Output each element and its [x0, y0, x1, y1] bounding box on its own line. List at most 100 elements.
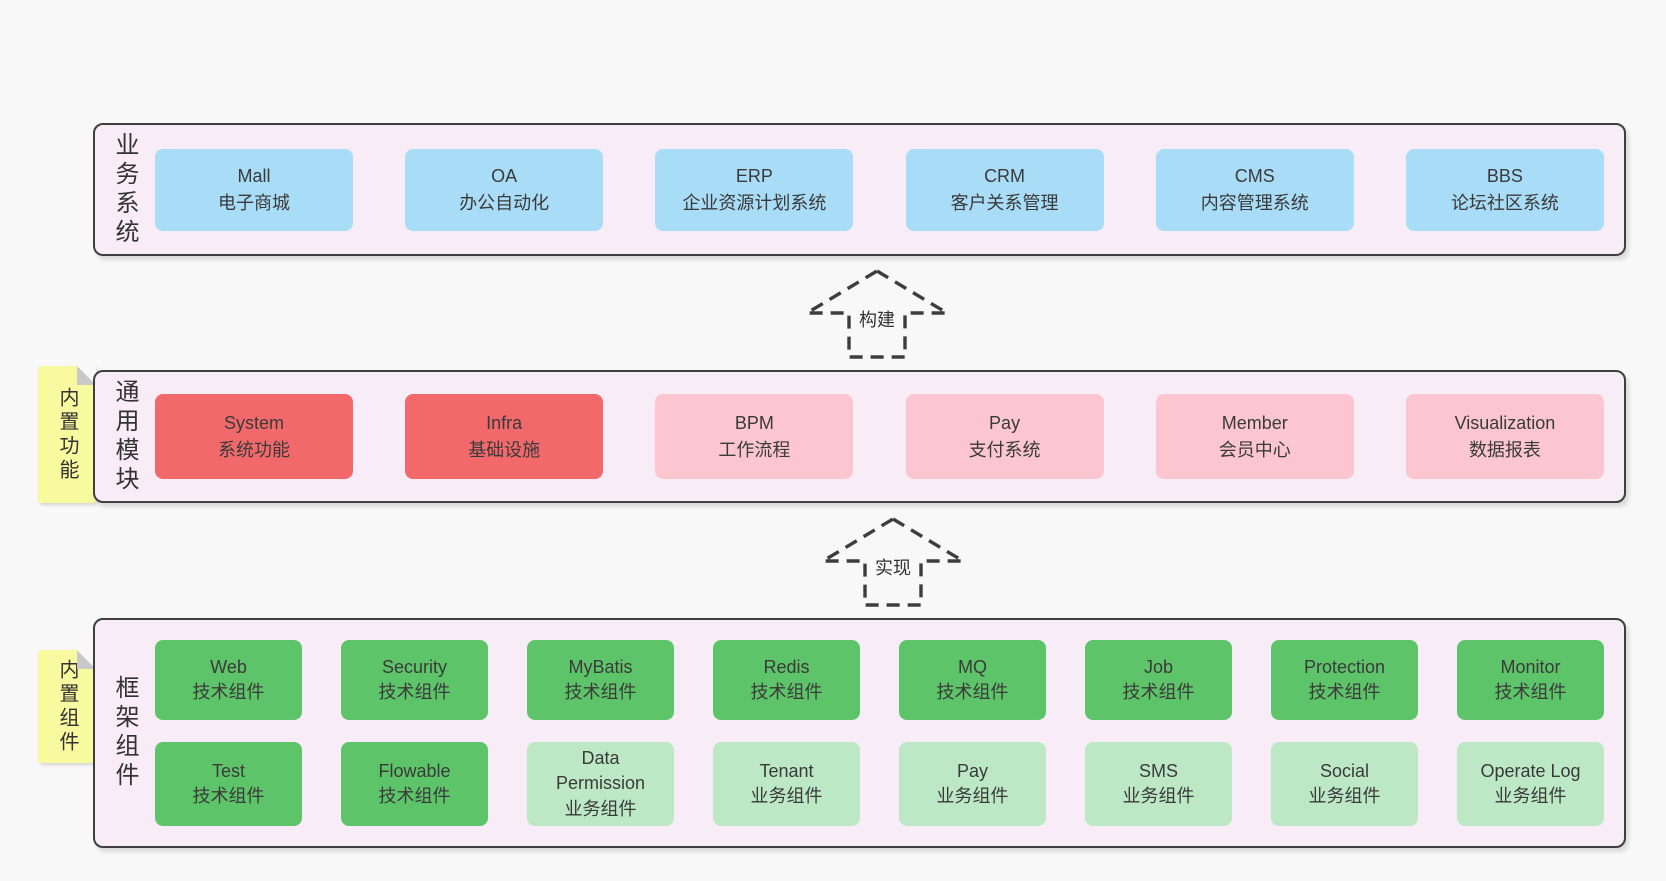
box-pay-biz: Pay 业务组件 [899, 742, 1046, 826]
box-title: CMS [1234, 165, 1275, 186]
folded-corner-icon [77, 650, 96, 669]
tag-label: 内置组件 [56, 658, 78, 755]
up-arrow-build: 构建 [802, 266, 952, 361]
box-subtitle: 内容管理系统 [1200, 192, 1309, 213]
box-title: Monitor [1500, 656, 1561, 677]
dashed-up-arrow-icon [802, 269, 952, 359]
box-subtitle: 技术组件 [1494, 682, 1567, 702]
box-title: System [223, 412, 284, 433]
box-subtitle: 基础设施 [468, 439, 541, 460]
tag-label: 内置功能 [56, 386, 78, 483]
box-title: Visualization [1454, 412, 1556, 433]
box-title: Flowable [378, 760, 451, 781]
box-subtitle: 技术组件 [936, 682, 1009, 702]
modules-box-row: System 系统功能 Infra 基础设施 BPM 工作流程 Pay 支付系统… [155, 372, 1604, 501]
box-bbs: BBS 论坛社区系统 [1405, 148, 1604, 231]
components-box-row-1: Web 技术组件 Security 技术组件 MyBatis 技术组件 Redi… [155, 640, 1604, 720]
box-subtitle: 系统功能 [218, 439, 290, 460]
box-title: Test [211, 760, 245, 781]
box-protection: Protection 技术组件 [1271, 640, 1418, 720]
box-security: Security 技术组件 [341, 640, 488, 720]
box-subtitle: 技术组件 [378, 682, 451, 702]
box-subtitle: 业务组件 [936, 786, 1009, 806]
box-cms: CMS 内容管理系统 [1155, 148, 1354, 231]
box-title: Data Permission [555, 748, 646, 794]
box-title: Web [210, 656, 247, 677]
arrow-label: 实现 [871, 552, 915, 583]
box-title: Redis [763, 656, 810, 677]
box-subtitle: 业务组件 [750, 786, 823, 806]
box-visualization: Visualization 数据报表 [1405, 394, 1604, 479]
box-subtitle: 客户关系管理 [950, 192, 1059, 213]
components-box-row-2: Test 技术组件 Flowable 技术组件 Data Permission … [155, 742, 1604, 826]
box-job: Job 技术组件 [1085, 640, 1232, 720]
box-web: Web 技术组件 [155, 640, 302, 720]
box-subtitle: 技术组件 [192, 786, 265, 806]
box-title: Operate Log [1480, 760, 1581, 781]
box-test: Test 技术组件 [155, 742, 302, 826]
box-subtitle: 论坛社区系统 [1450, 192, 1559, 213]
box-title: ERP [735, 165, 773, 186]
box-title: BBS [1486, 165, 1523, 186]
box-title: SMS [1138, 760, 1178, 781]
box-subtitle: 电子商城 [218, 192, 290, 213]
box-flowable: Flowable 技术组件 [341, 742, 488, 826]
layer-title-text: 业务系统 [111, 131, 138, 248]
box-title: BPM [734, 412, 774, 433]
arrow-label: 构建 [855, 304, 899, 335]
box-title: Job [1143, 656, 1174, 677]
box-subtitle: 技术组件 [1122, 682, 1195, 702]
box-infra: Infra 基础设施 [405, 394, 604, 479]
sticky-tag-builtin-components: 内置组件 [38, 650, 96, 763]
box-crm: CRM 客户关系管理 [905, 148, 1104, 231]
box-system: System 系统功能 [155, 394, 353, 479]
box-subtitle: 支付系统 [968, 439, 1041, 460]
box-title: Infra [486, 412, 523, 433]
box-subtitle: 会员中心 [1218, 439, 1291, 460]
box-title: Pay [956, 760, 989, 781]
box-subtitle: 技术组件 [564, 682, 637, 702]
sticky-tag-builtin-features: 内置功能 [38, 366, 96, 503]
box-title: CRM [984, 165, 1026, 186]
layer-title: 通用模块 [95, 372, 153, 501]
box-subtitle: 技术组件 [1308, 682, 1381, 702]
box-title: MQ [958, 656, 987, 677]
layer-title-text: 通用模块 [111, 378, 138, 495]
box-subtitle: 数据报表 [1468, 439, 1541, 460]
box-title: Social [1319, 760, 1370, 781]
box-subtitle: 企业资源计划系统 [682, 192, 827, 213]
box-subtitle: 办公自动化 [459, 192, 550, 213]
box-subtitle: 技术组件 [750, 682, 823, 702]
box-title: MyBatis [568, 656, 633, 677]
box-member: Member 会员中心 [1155, 394, 1354, 479]
dashed-up-arrow-icon [818, 517, 968, 607]
box-data-permission: Data Permission 业务组件 [527, 742, 674, 826]
box-redis: Redis 技术组件 [713, 640, 860, 720]
box-social: Social 业务组件 [1271, 742, 1418, 826]
box-mall: Mall 电子商城 [155, 148, 353, 231]
box-subtitle: 工作流程 [718, 439, 791, 460]
box-oa: OA 办公自动化 [405, 148, 604, 231]
layer-title-text: 框架组件 [111, 675, 138, 791]
layer-framework-components: 框架组件 Web 技术组件 Security 技术组件 MyBatis 技术组件… [93, 618, 1626, 848]
box-bpm: BPM 工作流程 [655, 394, 854, 479]
box-subtitle: 业务组件 [1308, 786, 1381, 806]
box-title: Tenant [759, 760, 814, 781]
box-subtitle: 业务组件 [1494, 786, 1567, 806]
box-monitor: Monitor 技术组件 [1457, 640, 1604, 720]
business-box-row: Mall 电子商城 OA 办公自动化 ERP 企业资源计划系统 CRM 客户关系… [155, 125, 1604, 254]
layer-title: 业务系统 [95, 125, 153, 254]
box-mybatis: MyBatis 技术组件 [527, 640, 674, 720]
layer-common-modules: 通用模块 System 系统功能 Infra 基础设施 BPM 工作流程 Pay… [93, 370, 1626, 503]
up-arrow-implement: 实现 [818, 514, 968, 609]
box-title: OA [491, 165, 518, 186]
box-title: Protection [1303, 656, 1386, 677]
box-sms: SMS 业务组件 [1085, 742, 1232, 826]
box-subtitle: 技术组件 [192, 682, 265, 702]
box-subtitle: 业务组件 [1122, 786, 1195, 806]
box-operate-log: Operate Log 业务组件 [1457, 742, 1604, 826]
layer-title: 框架组件 [95, 620, 153, 846]
box-subtitle: 业务组件 [564, 798, 637, 819]
box-title: Mall [237, 165, 271, 186]
